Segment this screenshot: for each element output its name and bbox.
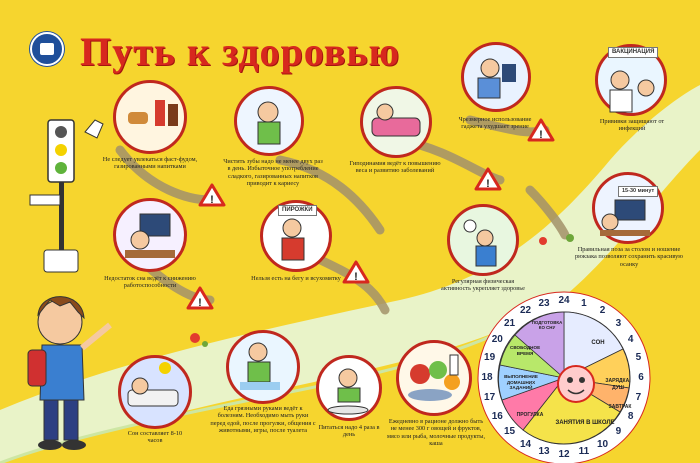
caption-gadget: Чрезмерное использование гаджета ухудшае… — [458, 116, 532, 131]
clock-hour-17: 17 — [484, 391, 496, 403]
warning-icon — [474, 167, 502, 191]
caption-teeth: Чистить зубы надо не менее двух раз в де… — [223, 158, 323, 188]
time-badge: 15-30 минут — [618, 186, 659, 197]
caption-sport: Регулярная физическая активность укрепля… — [441, 278, 525, 293]
clock-hour-13: 13 — [538, 446, 550, 458]
clock-hour-14: 14 — [519, 438, 532, 450]
warning-icon — [198, 183, 226, 207]
pies-badge: ПИРОЖКИ — [278, 205, 317, 216]
clock-hour-15: 15 — [503, 426, 516, 438]
clock-segment-homework: ВЫПОЛНЕНИЕ ДОМАШНИХ ЗАДАНИЙ — [504, 374, 538, 390]
gadget-circle-image — [461, 42, 531, 112]
caption-hypodynamia: Гиподинамия ведёт к повышению веса и раз… — [349, 160, 441, 175]
clock-hour-8: 8 — [627, 410, 634, 422]
caption-hands: Еда грязными руками ведёт к болезням. Не… — [210, 405, 316, 435]
clock-hour-1: 1 — [581, 297, 587, 309]
clock-hour-18: 18 — [481, 372, 493, 383]
clock-hour-2: 2 — [599, 305, 606, 317]
caption-run-eat: Нельзя есть на бегу и всухомятку — [251, 275, 341, 282]
warning-icon — [527, 118, 555, 142]
caption-posture: Правильная поза за столом и ношение рюкз… — [574, 246, 684, 268]
clock-segment-free: СВОБОДНОЕ ВРЕМЯ — [510, 345, 541, 356]
clock-hour-20: 20 — [491, 333, 503, 345]
warning-icon — [342, 260, 370, 284]
caption-meals: Питаться надо 4 раза в день — [318, 424, 380, 439]
svg-text:!: ! — [486, 178, 490, 190]
svg-text:!: ! — [539, 129, 543, 141]
clock-hour-12: 12 — [558, 449, 570, 460]
clock-segment-sleep: СОН — [591, 340, 605, 346]
warning-icon — [186, 286, 214, 310]
clock-hour-11: 11 — [578, 446, 590, 458]
clock-hour-16: 16 — [491, 410, 503, 422]
clock-segment-breakfast: ЗАВТРАК — [608, 404, 632, 410]
page-title: Путь к здоровью — [80, 29, 401, 74]
clock-hour-23: 23 — [538, 297, 550, 309]
clock-hour-22: 22 — [519, 305, 532, 317]
clock-hour-21: 21 — [503, 317, 516, 329]
vaccination-badge: ВАКЦИНАЦИЯ — [608, 47, 659, 58]
caption-vaccines: Прививки защищают от инфекций — [599, 118, 665, 133]
clock-hour-9: 9 — [615, 426, 622, 438]
svg-text:!: ! — [210, 194, 214, 206]
clock-hour-7: 7 — [635, 391, 642, 403]
clock-segment-ready: ПОДГОТОВКА КО СНУ — [531, 320, 563, 331]
clock-hour-10: 10 — [596, 438, 609, 450]
handwash-circle-image — [226, 330, 300, 404]
svg-text:!: ! — [198, 297, 202, 309]
school-emblem-logo — [30, 32, 64, 66]
clock-hour-19: 19 — [484, 352, 496, 364]
clock-segment-school: ЗАНЯТИЯ В ШКОЛЕ — [555, 420, 615, 426]
caption-sleep-lack: Недостаток сна ведёт к снижению работосп… — [104, 275, 196, 290]
caption-fastfood: Не следует увлекаться фаст-фудом, газиро… — [102, 156, 198, 171]
clock-hour-4: 4 — [627, 333, 634, 345]
clock-hour-3: 3 — [615, 317, 622, 329]
caption-fruits: Ежедневно в рационе должно быть не менее… — [386, 418, 486, 448]
caption-sleep: Сон составляет 8-10 часов — [127, 430, 183, 445]
clock-segment-exercise: ЗАРЯДКА, ДУШ — [605, 378, 631, 391]
clock-hour-6: 6 — [638, 372, 644, 383]
clock-segment-walk: ПРОГУЛКА — [516, 412, 544, 418]
clock-hour-5: 5 — [635, 352, 642, 364]
clock-hour-24: 24 — [558, 295, 570, 306]
svg-text:!: ! — [354, 271, 358, 283]
